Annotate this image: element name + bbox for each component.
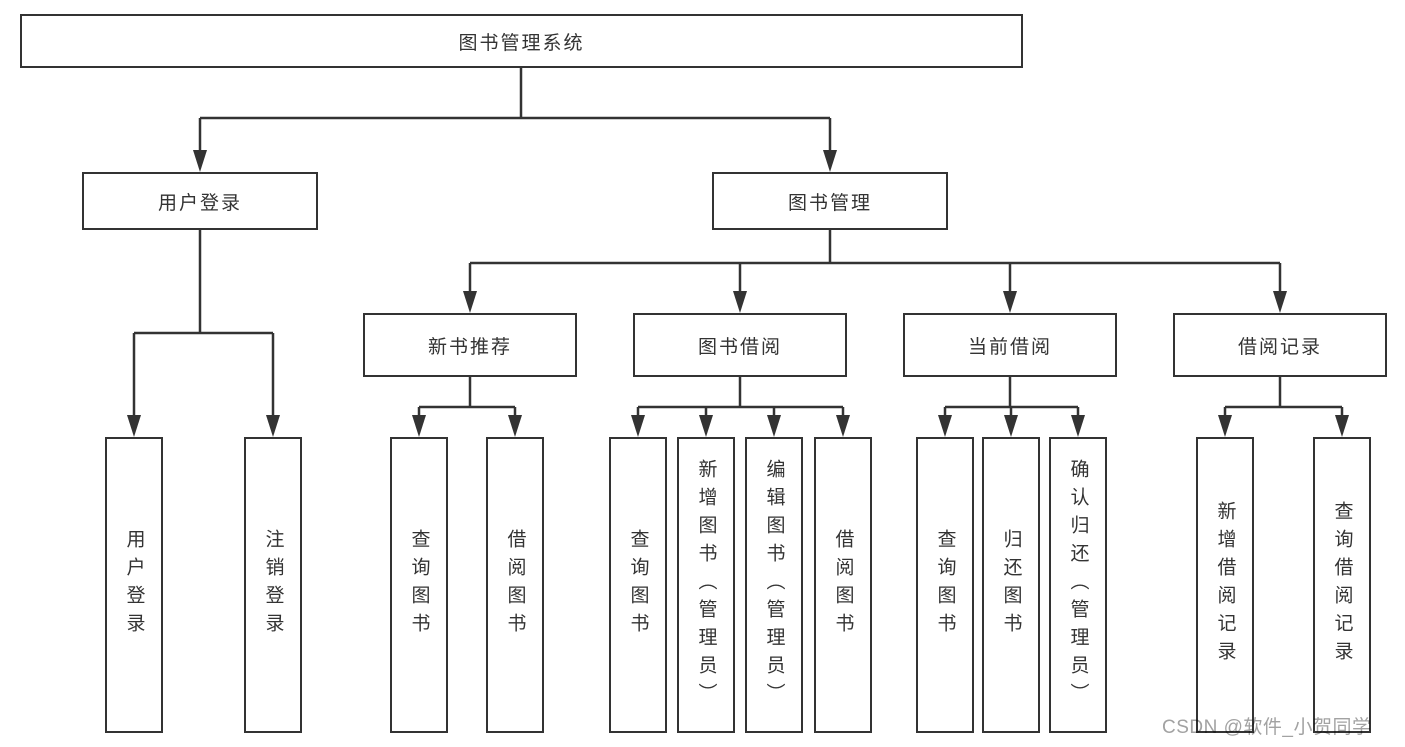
node-borrow-records: 借阅记录: [1173, 313, 1387, 377]
arrowheads-recommend-children: [412, 415, 522, 437]
node-leaf-query-books-borrow: 查询图书: [609, 437, 667, 733]
connector-user-login-split: [132, 230, 275, 416]
node-book-management-label: 图书管理: [787, 192, 872, 214]
node-leaf-add-borrow-record-label: 新增借阅记录: [1214, 501, 1236, 669]
node-leaf-query-books-recommend-label: 查询图书: [408, 529, 430, 641]
arrowheads-level3: [463, 291, 1287, 313]
node-leaf-add-book-admin-label: 新增图书（管理员）: [695, 459, 717, 711]
node-new-book-recommend-label: 新书推荐: [427, 336, 512, 358]
node-leaf-borrow-book-label: 借阅图书: [832, 529, 854, 641]
node-leaf-return-book: 归还图书: [982, 437, 1040, 733]
node-leaf-edit-book-admin-label: 编辑图书（管理员）: [763, 459, 785, 711]
node-user-login-label: 用户登录: [157, 192, 242, 214]
node-leaf-add-book-admin: 新增图书（管理员）: [677, 437, 735, 733]
node-leaf-borrow-book-recommend-label: 借阅图书: [504, 529, 526, 641]
node-new-book-recommend: 新书推荐: [363, 313, 577, 377]
node-leaf-user-login-action-label: 用户登录: [123, 529, 145, 641]
node-leaf-edit-book-admin: 编辑图书（管理员）: [745, 437, 803, 733]
connector-borrow-split: [636, 377, 845, 417]
node-leaf-query-borrow-record-label: 查询借阅记录: [1331, 501, 1353, 669]
arrowheads-records-children: [1218, 415, 1349, 437]
node-leaf-borrow-book: 借阅图书: [814, 437, 872, 733]
node-borrow-records-label: 借阅记录: [1237, 336, 1322, 358]
node-leaf-return-book-label: 归还图书: [1000, 529, 1022, 641]
node-leaf-query-books-borrow-label: 查询图书: [627, 529, 649, 641]
arrowheads-level2: [193, 150, 837, 172]
arrowheads-current-children: [938, 415, 1085, 437]
node-leaf-logout-action-label: 注销登录: [262, 529, 284, 641]
node-leaf-add-borrow-record: 新增借阅记录: [1196, 437, 1254, 733]
node-leaf-query-books-recommend: 查询图书: [390, 437, 448, 733]
connector-recommend-split: [417, 377, 517, 417]
node-user-login: 用户登录: [82, 172, 318, 230]
connector-root-split: [198, 68, 832, 152]
node-leaf-borrow-book-recommend: 借阅图书: [486, 437, 544, 733]
connector-book-management-split: [468, 230, 1282, 292]
arrowheads-borrow-children: [631, 415, 850, 437]
node-book-borrow-label: 图书借阅: [697, 336, 782, 358]
node-leaf-query-books-current: 查询图书: [916, 437, 974, 733]
node-leaf-confirm-return-admin-label: 确认归还（管理员）: [1067, 459, 1089, 711]
node-current-borrow-label: 当前借阅: [967, 336, 1052, 358]
connector-records-split: [1223, 377, 1344, 417]
arrowheads-user-login-children: [127, 415, 280, 437]
connector-current-split: [943, 377, 1080, 417]
node-root: 图书管理系统: [20, 14, 1023, 68]
node-book-borrow: 图书借阅: [633, 313, 847, 377]
node-book-management: 图书管理: [712, 172, 948, 230]
node-root-label: 图书管理系统: [458, 32, 585, 54]
node-leaf-query-borrow-record: 查询借阅记录: [1313, 437, 1371, 733]
csdn-watermark: CSDN @软件_小贺同学: [1162, 717, 1372, 738]
node-leaf-user-login-action: 用户登录: [105, 437, 163, 733]
node-current-borrow: 当前借阅: [903, 313, 1117, 377]
node-leaf-confirm-return-admin: 确认归还（管理员）: [1049, 437, 1107, 733]
node-leaf-logout-action: 注销登录: [244, 437, 302, 733]
node-leaf-query-books-current-label: 查询图书: [934, 529, 956, 641]
